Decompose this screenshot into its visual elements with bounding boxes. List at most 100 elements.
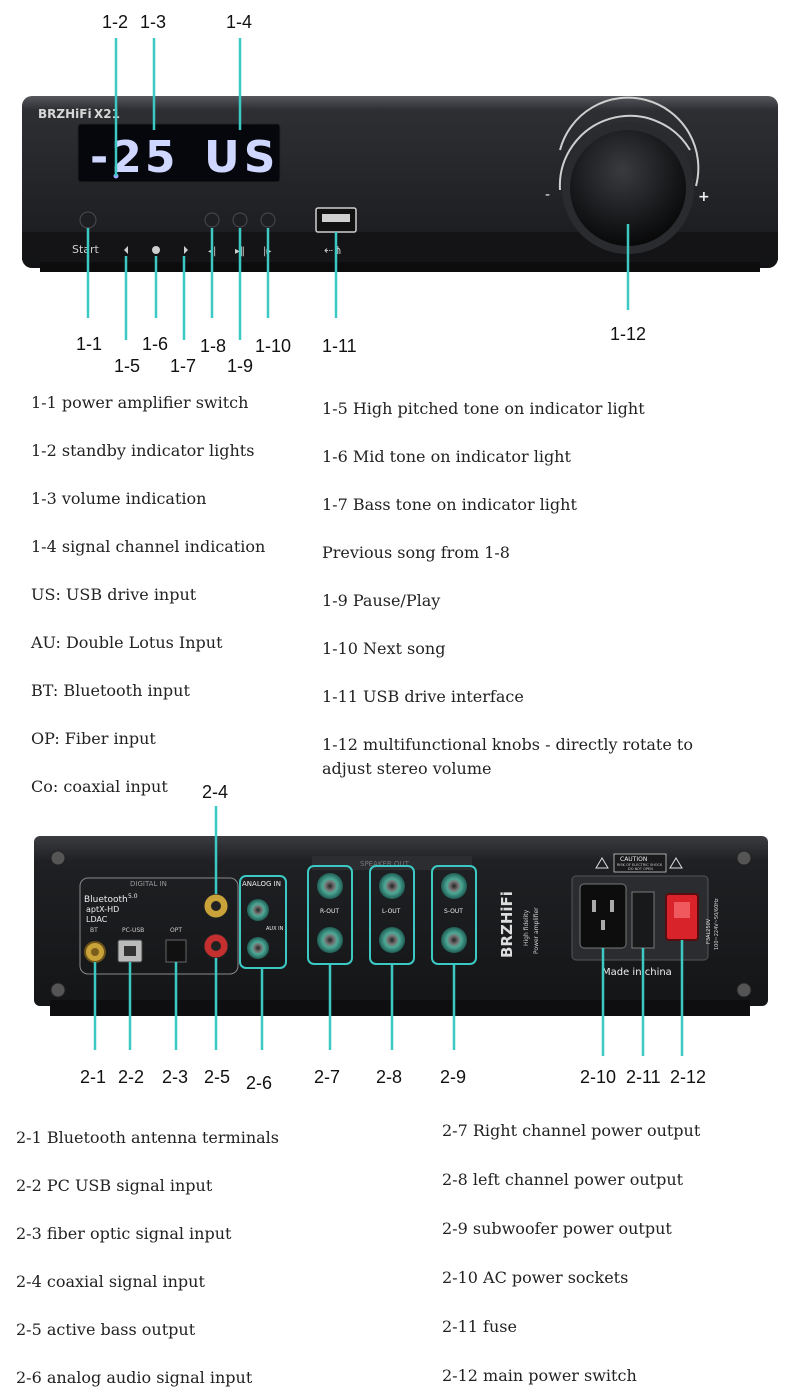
pc-usb-inner [124,946,136,956]
bluetooth-label: Bluetooth [84,895,128,905]
rear-brand: BRZHiFi [498,891,516,958]
bass-indicator-light [184,246,188,254]
warning-icon [669,857,683,869]
right-out-terminal-a[interactable] [317,873,343,899]
callout-2-8: 2-8 [376,1067,402,1087]
legend-item: 1-11 USB drive interface [322,687,524,706]
legend-item: 1-3 volume indication [31,489,206,508]
legend-item: 2-2 PC USB signal input [16,1176,213,1195]
callout-2-3: 2-3 [162,1067,188,1087]
speaker-out-band [312,856,472,870]
voltage-rating: 100~224V~50/60Hz [714,898,720,950]
legend-item: 1-4 signal channel indication [31,537,265,556]
callout-1-1: 1-1 [76,334,102,354]
rear-legend-right: 2-7 Right channel power output 2-8 left … [442,1121,701,1385]
bt-port-label: BT [90,927,98,934]
legend-item: 2-11 fuse [442,1317,517,1336]
callout-2-4: 2-4 [202,782,228,802]
callout-1-10: 1-10 [255,336,291,356]
right-out-terminal-b[interactable] [317,927,343,953]
callout-1-2: 1-2 [102,12,128,32]
left-out-terminal-b[interactable] [379,927,405,953]
pcusb-port-label: PC-USB [122,927,144,934]
s-out-label: S-OUT [444,908,463,915]
legend-item: 2-9 subwoofer power output [442,1219,672,1238]
front-leader-lines [86,38,630,340]
callout-2-5: 2-5 [204,1067,230,1087]
caution-box [613,853,667,873]
volume-knob[interactable] [570,130,686,246]
callout-1-3: 1-3 [140,12,166,32]
rear-tagline-2: Power amplifier [533,907,540,954]
analog-in-label: ANALOG IN [242,880,281,888]
front-legend-left: 1-1 power amplifier switch 1-2 standby i… [30,393,265,796]
screw [50,982,66,998]
sub-out-terminal-b[interactable] [441,927,467,953]
previous-button[interactable] [204,212,220,228]
rear-leader-lines [93,806,684,1056]
legend-item: BT: Bluetooth input [31,681,190,700]
left-out-terminal-a[interactable] [379,873,405,899]
ac-pin [610,900,614,912]
next-button[interactable] [260,212,276,228]
callout-1-9: 1-9 [227,356,253,376]
callout-1-12: 1-12 [610,324,646,344]
warning-icon [595,857,609,869]
optical-input[interactable] [165,939,187,963]
r-out-label: R-OUT [320,908,339,915]
made-in-label: Made in china [602,967,672,978]
callout-2-6: 2-6 [246,1073,272,1093]
legend-item: 2-4 coaxial signal input [16,1272,205,1291]
codec-line-1: aptX-HD [86,905,119,914]
legend-item: 2-8 left channel power output [442,1170,684,1189]
fuse-holder[interactable] [631,891,655,949]
knob-arc-left [558,114,691,191]
legend-item: 1-12 multifunctional knobs - directly ro… [322,735,693,754]
front-legend-right: 1-5 High pitched tone on indicator light… [322,399,693,778]
callout-2-12: 2-12 [670,1067,706,1087]
play-pause-button[interactable] [232,212,248,228]
callout-1-11: 1-11 [322,336,357,356]
l-out-label: L-OUT [382,908,401,915]
rear-tagline-1: High fidelity [523,909,530,946]
legend-item: 2-3 fiber optic signal input [16,1224,232,1243]
legend-item: 2-5 active bass output [16,1320,196,1339]
switch-rocker [674,902,690,918]
rear-legend-left: 2-1 Bluetooth antenna terminals 2-2 PC U… [16,1128,279,1387]
caution-label: CAUTION [620,856,647,863]
knob-arc-right [559,96,700,187]
front-model: X21 [94,107,120,121]
callout-1-7: 1-7 [170,356,196,376]
legend-item: 1-1 power amplifier switch [31,393,248,412]
callout-2-1: 2-1 [80,1067,106,1087]
rear-callouts: 2-4 2-1 2-2 2-3 2-5 2-6 2-7 2-8 2-9 2-10… [80,782,706,1093]
legend-item: 1-2 standby indicator lights [31,441,254,460]
front-callouts: 1-2 1-3 1-4 1-1 1-5 1-6 1-7 1-8 1-9 1-10… [76,12,646,376]
front-base [40,262,760,272]
screw [736,982,752,998]
callout-2-11: 2-11 [626,1067,661,1087]
caution-subtext: RISK OF ELECTRIC SHOCK [617,863,663,867]
legend-item: 1-6 Mid tone on indicator light [322,447,571,466]
opt-port-label: OPT [170,927,182,934]
legend-item: adjust stereo volume [322,759,491,778]
callout-2-7: 2-7 [314,1067,340,1087]
start-button[interactable] [79,211,97,229]
sub-out-terminal-a[interactable] [441,873,467,899]
ac-power-socket[interactable] [579,883,627,949]
callout-1-6: 1-6 [142,334,168,354]
ac-pin [601,920,605,930]
bass-core [211,941,221,951]
channel-readout: US [204,132,279,183]
callout-1-8: 1-8 [200,336,226,356]
legend-item: 2-10 AC power sockets [442,1268,628,1287]
callout-2-9: 2-9 [440,1067,466,1087]
legend-item: 1-5 High pitched tone on indicator light [322,399,645,418]
mid-indicator-light [152,246,160,254]
fuse-rating: F3AL250V [706,918,712,944]
legend-item: 1-9 Pause/Play [322,591,440,610]
callout-1-5: 1-5 [114,356,140,376]
analog-input-right[interactable] [247,937,269,959]
aux-in-label: AUX IN [266,926,284,932]
analog-input-left[interactable] [247,899,269,921]
